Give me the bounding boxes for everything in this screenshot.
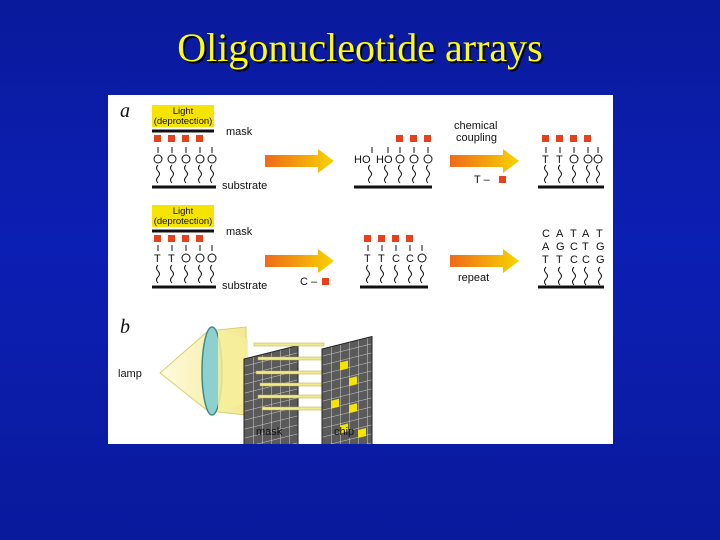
svg-text:T: T [596, 228, 603, 240]
svg-text:A: A [582, 228, 590, 240]
svg-text:C: C [570, 254, 578, 266]
collimated-beam [218, 331, 248, 411]
mask-squares-1 [154, 135, 203, 142]
svg-text:T: T [378, 253, 385, 265]
mask-grid [243, 344, 299, 444]
mask-squares-2 [154, 235, 203, 242]
svg-text:T: T [556, 154, 563, 166]
svg-text:G: G [596, 241, 605, 253]
light-deprotection-2: (deprotection) [154, 216, 213, 227]
process-arrow-2 [265, 249, 334, 273]
svg-text:A: A [542, 241, 550, 253]
lamp-label: lamp [118, 368, 142, 380]
svg-text:T: T [542, 254, 549, 266]
substrate-label-1: substrate [222, 180, 267, 192]
repeat-arrow [450, 249, 519, 273]
svg-text:C: C [406, 253, 414, 265]
mask-label-1: mask [226, 126, 253, 138]
slide-title: Oligonucleotide arrays [177, 25, 543, 70]
substrate-label-2: substrate [222, 280, 267, 292]
mask-label-2: mask [226, 226, 253, 238]
reagent-t-label: T – [474, 174, 491, 186]
deprotected-strands-1: HO HO [354, 135, 433, 184]
linkers-row1 [153, 147, 217, 184]
coupled-strands-1: T T [542, 135, 603, 184]
svg-text:T: T [364, 253, 371, 265]
svg-text:A: A [556, 228, 564, 240]
svg-text:HO: HO [354, 154, 371, 166]
chip-grid [321, 335, 373, 444]
light-label-1: Light [173, 106, 194, 117]
process-arrow-1 [265, 149, 334, 173]
repeat-label: repeat [458, 272, 489, 284]
light-box-1: Light (deprotection) [152, 105, 214, 127]
svg-text:C: C [582, 254, 590, 266]
coupled-strands-2: T T C C [364, 235, 427, 284]
reagent-c-label: C – [300, 276, 318, 288]
svg-text:C: C [570, 241, 578, 253]
reagent-t-square [499, 176, 506, 183]
light-box-2: Light (deprotection) [152, 205, 214, 227]
svg-text:HO: HO [376, 154, 393, 166]
svg-text:T: T [542, 154, 549, 166]
svg-text:T: T [582, 241, 589, 253]
light-label-2: Light [173, 206, 194, 217]
svg-text:C: C [542, 228, 550, 240]
strands-row2-left: T T [154, 245, 217, 284]
oligonucleotide-array-figure: a Light (deprotection) mask substrate [108, 95, 613, 444]
chemical-label: chemical [454, 120, 497, 132]
svg-text:T: T [570, 228, 577, 240]
panel-a-letter: a [120, 100, 130, 122]
svg-text:T: T [556, 254, 563, 266]
coupling-label: coupling [456, 132, 497, 144]
panel-b-letter: b [120, 316, 130, 338]
svg-text:G: G [596, 254, 605, 266]
mask-label-b: mask [256, 426, 283, 438]
svg-text:G: G [556, 241, 565, 253]
figure-svg: a Light (deprotection) mask substrate [118, 100, 605, 444]
light-deprotection-1: (deprotection) [154, 116, 213, 127]
svg-text:T: T [168, 253, 175, 265]
svg-text:T: T [154, 253, 161, 265]
svg-text:C: C [392, 253, 400, 265]
reagent-c-square [322, 278, 329, 285]
chip-label: chip [334, 426, 354, 438]
coupling-arrow [450, 149, 519, 173]
